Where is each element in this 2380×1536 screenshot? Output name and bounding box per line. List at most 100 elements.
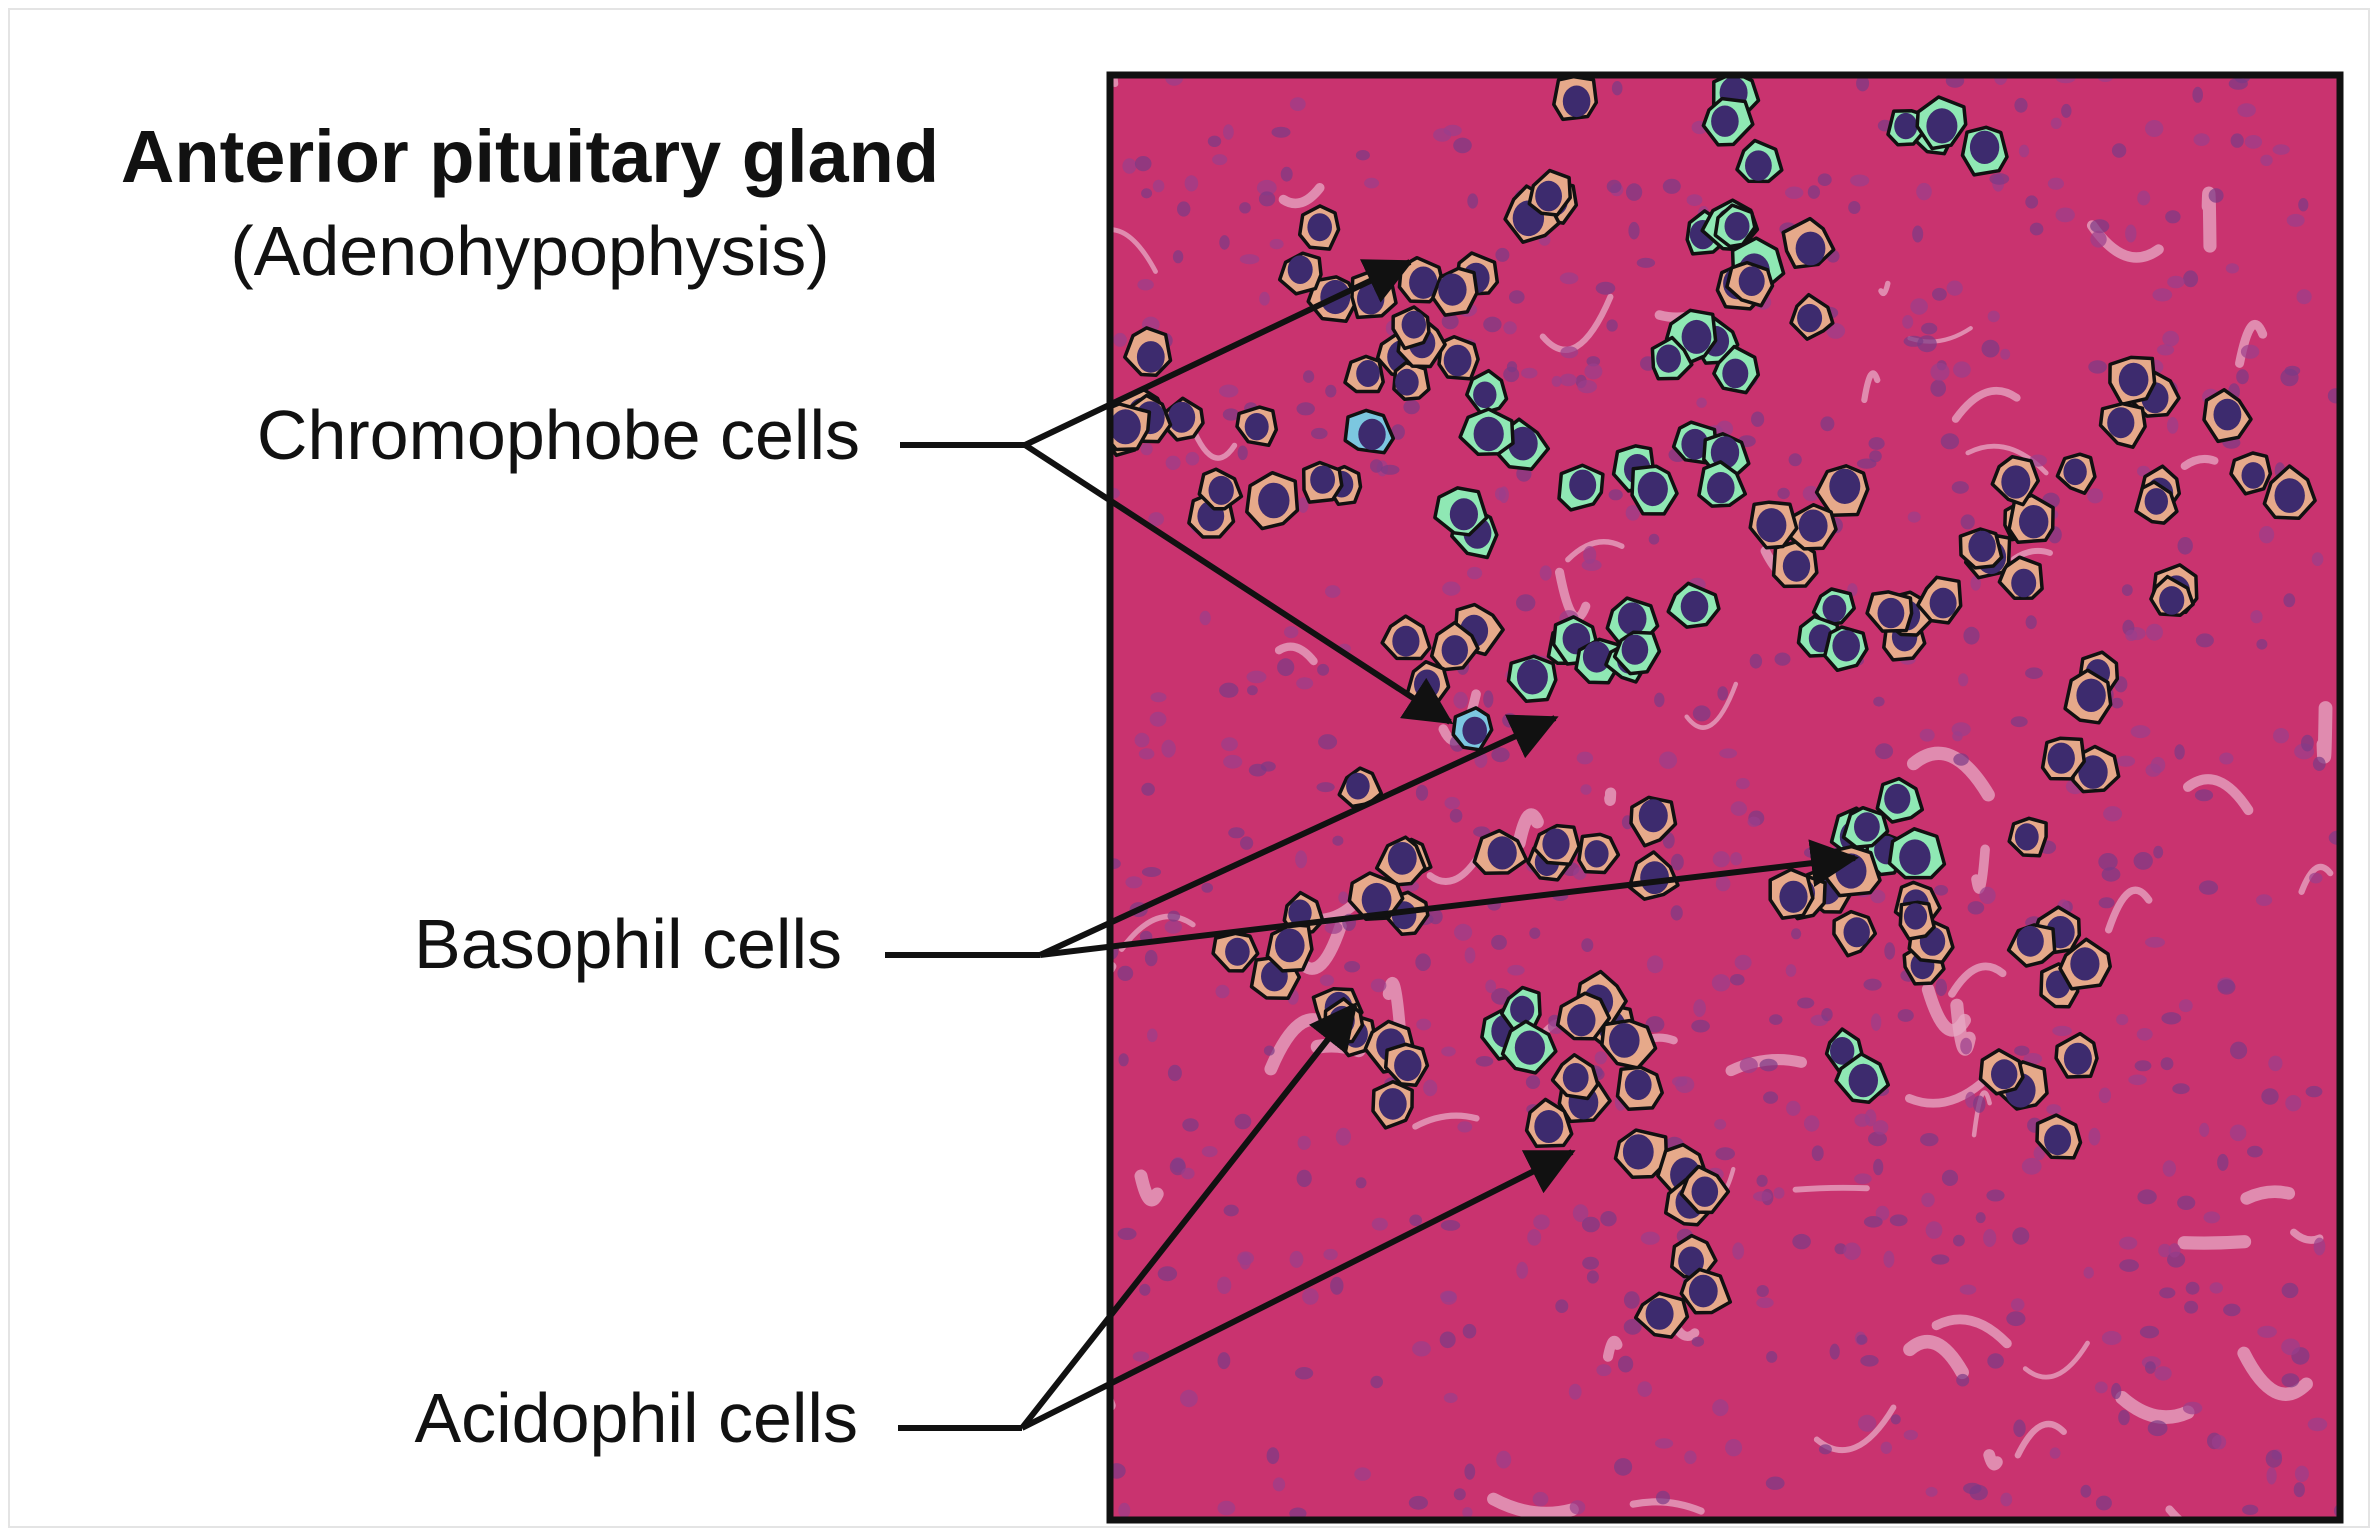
background-nucleus — [2242, 1504, 2259, 1516]
background-nucleus — [1916, 182, 1932, 201]
background-nucleus — [1296, 677, 1314, 690]
background-nucleus — [2167, 275, 2185, 289]
cell-nucleus — [1168, 401, 1196, 433]
background-nucleus — [1164, 920, 1183, 934]
cell-nucleus — [1745, 150, 1772, 181]
background-nucleus — [1739, 1057, 1758, 1074]
arrow — [1039, 839, 1859, 958]
background-nucleus — [1902, 315, 1914, 329]
background-nucleus — [1863, 1216, 1883, 1228]
background-nucleus — [2257, 1325, 2277, 1338]
background-nucleus — [2313, 1237, 2326, 1256]
background-nucleus — [2010, 1298, 2025, 1311]
background-nucleus — [1804, 1115, 1820, 1132]
background-nucleus — [2160, 1057, 2174, 1071]
interstitial-streak — [2104, 886, 2153, 934]
cell-nucleus — [1707, 472, 1735, 504]
background-nucleus — [1141, 782, 1155, 796]
background-nucleus — [1600, 1211, 1617, 1227]
background-nucleus — [1165, 455, 1181, 470]
background-nucleus — [2182, 1401, 2203, 1415]
background-nucleus — [2309, 872, 2323, 884]
background-nucleus — [1931, 1254, 1950, 1265]
background-nucleus — [2265, 1449, 2283, 1468]
background-nucleus — [1141, 867, 1162, 877]
background-nucleus — [2172, 1083, 2190, 1095]
background-nucleus — [1212, 154, 1228, 166]
cell-nucleus — [1829, 468, 1861, 504]
cell-nucleus — [1514, 1030, 1545, 1065]
background-nucleus — [1712, 851, 1730, 868]
background-nucleus — [1303, 370, 1315, 383]
background-nucleus — [1167, 910, 1181, 922]
background-nucleus — [1671, 853, 1684, 871]
background-nucleus — [1897, 1009, 1914, 1022]
background-nucleus — [1325, 384, 1337, 398]
background-nucleus — [2236, 369, 2249, 385]
background-nucleus — [1371, 1217, 1388, 1231]
cell-nucleus — [1609, 1023, 1640, 1058]
background-nucleus — [1725, 1439, 1743, 1457]
background-nucleus — [1215, 984, 1230, 999]
background-nucleus — [1715, 1147, 1735, 1161]
background-nucleus — [1821, 1008, 1833, 1022]
cell-nucleus — [1401, 310, 1427, 339]
background-nucleus — [2134, 1060, 2152, 1072]
background-nucleus — [1958, 673, 1969, 687]
background-nucleus — [2266, 1467, 2277, 1485]
background-nucleus — [2125, 224, 2137, 243]
background-nucleus — [1766, 1351, 1778, 1363]
background-nucleus — [1880, 1441, 1893, 1455]
interstitial-streak — [2182, 774, 2254, 816]
interstitial-streak — [1539, 293, 1614, 353]
cell-nucleus — [1854, 812, 1880, 842]
background-nucleus — [1989, 173, 2010, 185]
background-nucleus — [1280, 166, 1293, 182]
background-nucleus — [2162, 1160, 2176, 1177]
background-nucleus — [1951, 481, 1969, 494]
background-nucleus — [1207, 135, 1222, 147]
cell-nucleus — [1562, 1063, 1589, 1093]
background-nucleus — [1139, 1283, 1151, 1296]
background-nucleus — [2088, 360, 2107, 374]
cell-nucleus — [1795, 231, 1826, 266]
background-nucleus — [2259, 526, 2275, 544]
background-nucleus — [1919, 728, 1935, 742]
background-nucleus — [2000, 348, 2011, 360]
figure-subtitle: (Adenohypophysis) — [230, 212, 830, 290]
stained-cells — [1110, 75, 2317, 1339]
background-nucleus — [2296, 289, 2312, 305]
cell-nucleus — [1968, 530, 1996, 563]
background-nucleus — [1730, 801, 1748, 816]
cell-nucleus — [1409, 266, 1438, 299]
background-nucleus — [1645, 1016, 1665, 1033]
cell-nucleus — [2044, 1124, 2072, 1156]
background-nucleus — [1263, 1045, 1275, 1056]
background-nucleus — [1953, 361, 1971, 378]
background-nucleus — [1180, 1389, 1198, 1408]
figure-frame — [8, 8, 2370, 1528]
background-nucleus — [2194, 789, 2214, 802]
cell-nucleus — [1894, 112, 1918, 140]
background-nucleus — [1441, 313, 1459, 330]
background-nucleus — [1464, 1463, 1476, 1480]
background-nucleus — [1453, 1488, 1466, 1501]
interstitial-streak — [1119, 913, 1196, 952]
background-nucleus — [1521, 367, 1538, 379]
background-nucleus — [1854, 1173, 1872, 1185]
background-nucleus — [1177, 201, 1191, 217]
background-nucleus — [1953, 753, 1969, 766]
cell-nucleus — [1969, 130, 2000, 164]
background-nucleus — [1415, 953, 1431, 971]
cell-nucleus — [1991, 1059, 2018, 1090]
cell-nucleus — [1738, 266, 1765, 297]
background-nucleus — [1662, 178, 1681, 194]
background-nucleus — [1626, 183, 1643, 201]
cell-nucleus — [2001, 465, 2031, 499]
cell-nucleus — [1678, 1246, 1704, 1276]
pointer-acidophil — [898, 1001, 1576, 1431]
background-nucleus — [2101, 1330, 2122, 1346]
background-nucleus — [1332, 835, 1344, 846]
background-nucleus — [1656, 1490, 1670, 1505]
background-nucleus — [1219, 384, 1239, 398]
